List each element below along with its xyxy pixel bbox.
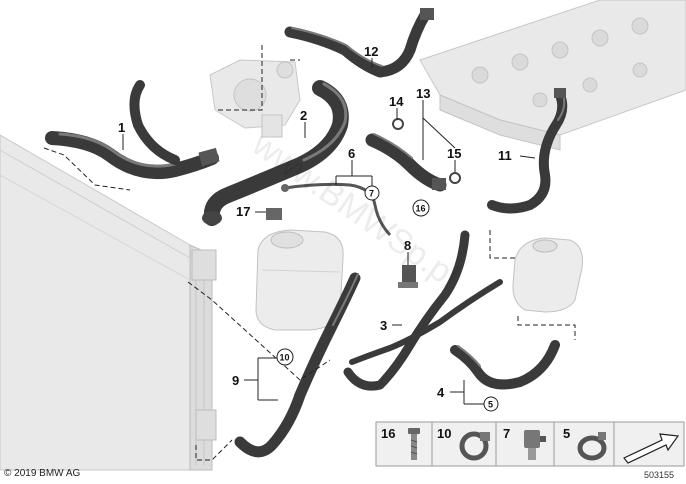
direction-arrow-icon [623, 433, 680, 464]
callout-9: 9 [232, 373, 239, 388]
hose-9[interactable] [234, 272, 361, 458]
callout-13: 13 [416, 86, 430, 101]
o-ring-14[interactable] [392, 118, 404, 130]
hose-1[interactable] [45, 80, 220, 180]
legend-num-16: 16 [381, 426, 395, 441]
callout-8: 8 [404, 238, 411, 253]
callout-12: 12 [364, 44, 378, 59]
copyright-text: © 2019 BMW AG [4, 468, 81, 479]
callout-14: 14 [389, 94, 404, 109]
expansion-tank-right [512, 237, 583, 313]
circled-ref-7: 7 [364, 185, 380, 201]
leader-lines [43, 45, 576, 461]
svg-text:16: 16 [416, 204, 426, 214]
svg-text:5: 5 [488, 400, 493, 410]
hose-4[interactable] [450, 340, 560, 390]
callout-1: 1 [118, 120, 125, 135]
callout-2: 2 [300, 108, 307, 123]
document-number: 503155 [644, 470, 674, 480]
clip-icon [524, 430, 546, 460]
cylinder-head [419, 0, 686, 151]
hose-clamp-icon [459, 431, 490, 461]
bolt-icon [408, 428, 420, 460]
callout-11: 11 [498, 148, 512, 163]
callout-labels: 1 2 12 13 14 6 15 11 17 8 3 9 4 [118, 44, 512, 400]
clip-8[interactable] [398, 265, 418, 288]
radiator [0, 134, 217, 471]
circled-ref-10: 10 [276, 348, 294, 366]
svg-text:7: 7 [369, 189, 374, 199]
callout-6: 6 [348, 146, 355, 161]
callout-17: 17 [236, 204, 250, 219]
hose-11[interactable] [487, 88, 568, 214]
hose-3[interactable] [343, 230, 503, 391]
coolant-pump [209, 59, 301, 138]
o-ring-15[interactable] [449, 172, 461, 184]
legend-num-5: 5 [563, 426, 570, 441]
legend-num-10: 10 [437, 426, 451, 441]
callout-4: 4 [437, 385, 445, 400]
legend-num-7: 7 [503, 426, 510, 441]
callout-3: 3 [380, 318, 387, 333]
callout-15: 15 [447, 146, 461, 161]
svg-text:10: 10 [280, 353, 290, 363]
hose-13[interactable] [365, 133, 447, 192]
expansion-tank [255, 229, 344, 331]
parts-legend: 16 10 7 5 [375, 421, 685, 467]
spring-clamp-icon [577, 432, 607, 461]
bracket-17[interactable] [266, 208, 282, 220]
circled-ref-5: 5 [483, 396, 499, 412]
hose-2[interactable] [202, 80, 349, 226]
circled-ref-16: 16 [412, 199, 430, 217]
hose-12[interactable] [284, 8, 434, 78]
